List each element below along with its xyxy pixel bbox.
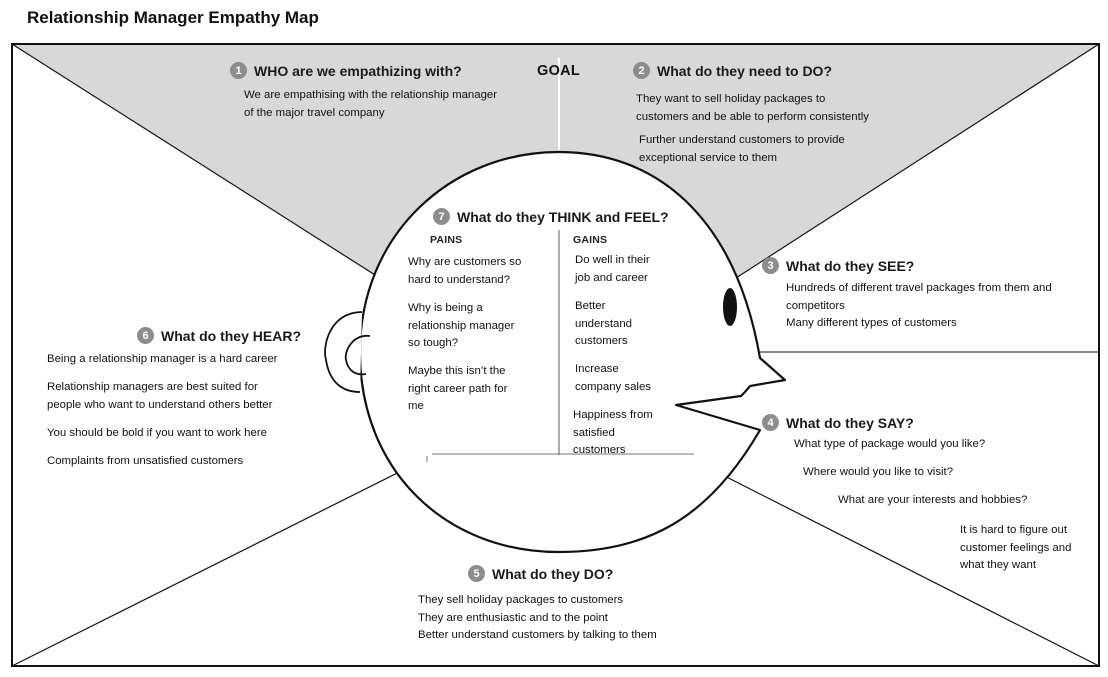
say-line: customer feelings and (960, 541, 1072, 554)
hear-heading: What do they HEAR? (161, 327, 301, 344)
head-outline (358, 150, 787, 554)
hear-item: Complaints from unsatisfied customers (47, 455, 244, 467)
pain-item: Why is being a relationship manager so t… (408, 302, 515, 349)
do-heading: What do they DO? (492, 565, 614, 582)
see-heading: What do they SEE? (786, 257, 915, 274)
need-to-do-line: customers and be able to perform consist… (636, 110, 869, 123)
gain-item: Happiness from satisfied customers (573, 409, 653, 456)
do-number-badge: 5 (468, 565, 485, 582)
say-item: What type of package would you like? (794, 438, 986, 450)
goal-label: GOAL (537, 63, 581, 79)
do-line: Better understand customers by talking t… (418, 629, 657, 641)
who-line: We are empathising with the relationship… (244, 89, 498, 101)
say-item: What are your interests and hobbies? (838, 494, 1028, 506)
hear-number-badge: 6 (137, 327, 154, 344)
ear-inner-icon (344, 335, 371, 376)
need-to-do-text-a: They want to sell holiday packages to cu… (636, 91, 869, 126)
need-to-do-number-badge: 2 (633, 62, 650, 79)
say-line: what they want (960, 559, 1036, 571)
hear-header: 6 What do they HEAR? (137, 327, 301, 344)
hear-item: Relationship managers are best suited fo… (47, 381, 273, 411)
do-header: 5 What do they DO? (468, 565, 613, 582)
who-header: 1 WHO are we empathizing with? (230, 62, 462, 79)
pain-item: Maybe this isn’t the right career path f… (408, 365, 508, 412)
see-header: 3 What do they SEE? (762, 257, 914, 274)
map-frame (11, 43, 1100, 667)
ear-icon (324, 311, 363, 393)
page-title: Relationship Manager Empathy Map (27, 8, 319, 27)
say-header: 4 What do they SAY? (762, 414, 914, 431)
gain-item: Better understand customers (575, 300, 632, 347)
need-to-do-header: 2 What do they need to DO? (633, 62, 832, 79)
say-heading: What do they SAY? (786, 414, 914, 431)
who-number-badge: 1 (230, 62, 247, 79)
hear-item: Being a relationship manager is a hard c… (47, 353, 278, 365)
see-line: Hundreds of different travel packages fr… (786, 282, 1052, 294)
who-text: We are empathising with the relationship… (244, 87, 497, 122)
need-to-do-text-b: Further understand customers to provide … (639, 132, 845, 167)
say-number-badge: 4 (762, 414, 779, 431)
gains-label: GAINS (573, 234, 608, 246)
pain-item: Why are customers so hard to understand? (408, 256, 522, 286)
see-line: Many different types of customers (786, 317, 957, 329)
gain-item: Increase company sales (575, 363, 651, 393)
pains-label: PAINS (430, 234, 463, 246)
gain-item: Do well in their job and career (575, 254, 650, 284)
think-feel-header: 7 What do they THINK and FEEL? (433, 208, 669, 225)
see-line: competitors (786, 299, 845, 312)
who-line: of the major travel company (244, 106, 385, 119)
do-line: They are enthusiastic and to the point (418, 611, 608, 624)
need-to-do-line: Further understand customers to provide (639, 134, 845, 146)
do-line: They sell holiday packages to customers (418, 594, 624, 606)
need-to-do-line: exceptional service to them (639, 151, 778, 164)
say-item: Where would you like to visit? (803, 466, 954, 478)
think-feel-number-badge: 7 (433, 208, 450, 225)
think-feel-heading: What do they THINK and FEEL? (457, 208, 669, 225)
see-text: Hundreds of different travel packages fr… (786, 280, 1052, 333)
say-line: It is hard to figure out (960, 524, 1068, 536)
need-to-do-heading: What do they need to DO? (657, 62, 832, 79)
see-number-badge: 3 (762, 257, 779, 274)
who-heading: WHO are we empathizing with? (254, 62, 462, 79)
do-text: They sell holiday packages to customers … (418, 592, 657, 645)
say-last-item: It is hard to figure out customer feelin… (960, 522, 1071, 575)
need-to-do-line: They want to sell holiday packages to (636, 93, 826, 105)
hear-item: You should be bold if you want to work h… (47, 427, 267, 439)
eye-icon (723, 288, 737, 326)
